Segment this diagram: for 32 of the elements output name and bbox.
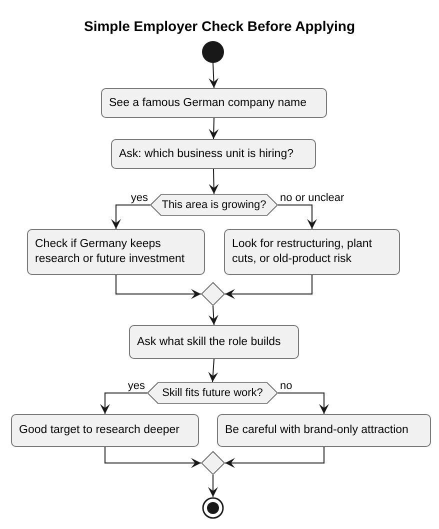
- merge-diamond: [201, 451, 225, 475]
- edge-label: no or unclear: [279, 192, 346, 204]
- arrow: [224, 446, 324, 468]
- action-box: Be careful with brand-only attraction: [217, 414, 431, 447]
- action-box: See a famous German company name: [101, 88, 327, 118]
- arrow: [104, 446, 202, 468]
- arrow: [100, 392, 148, 414]
- arrow: [208, 118, 219, 140]
- arrow: [116, 274, 202, 299]
- arrow: [224, 274, 312, 299]
- action-box: Ask: which business unit is hiring?: [111, 139, 316, 169]
- arrow: [111, 204, 150, 230]
- end-node: [202, 497, 224, 519]
- action-box: Check if Germany keeps research or future investment: [27, 229, 205, 275]
- arrow: [208, 358, 218, 382]
- action-box: Look for restructuring, plant cuts, or old-product risk: [224, 229, 400, 275]
- diagram-title: Simple Employer Check Before Applying: [83, 18, 356, 34]
- merge-diamond: [201, 282, 225, 306]
- action-box: Ask what skill the role builds: [129, 325, 299, 359]
- action-box: Good target to research deeper: [11, 414, 199, 447]
- arrow: [208, 306, 218, 326]
- arrow: [208, 168, 219, 194]
- decision-hexagon: Skill fits future work?: [147, 382, 278, 404]
- edge-label: yes: [130, 192, 149, 204]
- arrow: [278, 392, 329, 414]
- edge-label: yes: [126, 380, 146, 392]
- arrow: [208, 62, 219, 88]
- start-node: [202, 41, 224, 63]
- decision-hexagon: This area is growing?: [150, 194, 278, 216]
- arrow: [208, 474, 218, 498]
- arrow: [278, 204, 317, 230]
- edge-label: no: [279, 380, 294, 392]
